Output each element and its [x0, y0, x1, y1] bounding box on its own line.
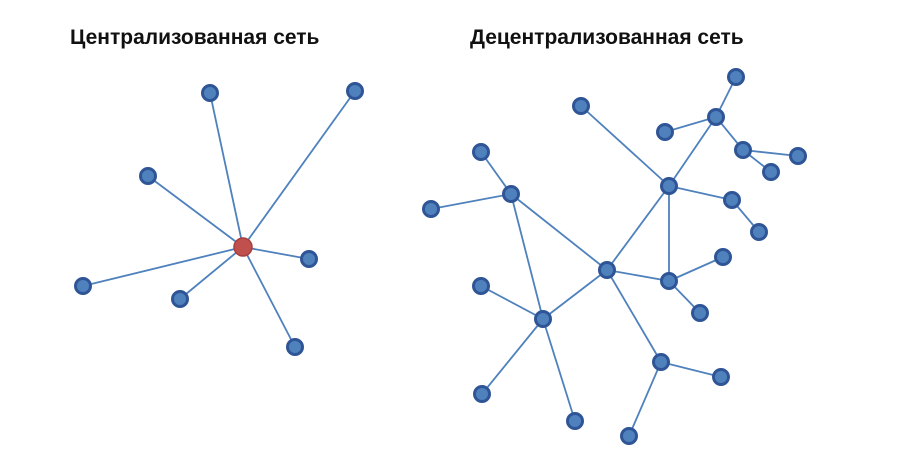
centralized-node	[139, 167, 157, 185]
decentralized-title: Децентрализованная сеть	[470, 26, 744, 49]
centralized-hub-node	[233, 237, 253, 257]
decentralized-edge	[660, 361, 722, 378]
decentralized-edge	[542, 269, 608, 320]
centralized-node	[346, 82, 364, 100]
centralized-node	[201, 84, 219, 102]
centralized-title: Централизованная сеть	[70, 26, 320, 49]
decentralized-edge	[430, 193, 512, 210]
decentralized-node	[472, 143, 490, 161]
centralized-edge	[209, 92, 244, 248]
decentralized-node	[534, 310, 552, 328]
decentralized-node	[714, 248, 732, 266]
decentralized-node	[472, 277, 490, 295]
decentralized-node	[656, 123, 674, 141]
decentralized-node	[750, 223, 768, 241]
centralized-edge	[179, 246, 244, 300]
decentralized-edge	[480, 285, 544, 320]
decentralized-edge	[668, 185, 733, 201]
centralized-edge	[82, 246, 244, 287]
decentralized-node	[727, 68, 745, 86]
decentralized-node	[572, 97, 590, 115]
decentralized-edge	[668, 256, 724, 282]
decentralized-node	[660, 177, 678, 195]
decentralized-edge	[606, 269, 670, 282]
decentralized-node	[652, 353, 670, 371]
centralized-edge	[147, 175, 244, 248]
decentralized-node	[723, 191, 741, 209]
centralized-node	[286, 338, 304, 356]
decentralized-node	[473, 385, 491, 403]
centralized-node	[300, 250, 318, 268]
decentralized-node	[691, 304, 709, 322]
decentralized-node	[422, 200, 440, 218]
decentralized-node	[620, 427, 638, 445]
decentralized-edge	[481, 318, 544, 395]
centralized-node	[74, 277, 92, 295]
centralized-edge	[242, 246, 296, 348]
decentralized-edge	[542, 318, 576, 422]
decentralized-edge	[606, 185, 670, 271]
decentralized-edge	[606, 269, 662, 363]
decentralized-edge	[580, 105, 670, 187]
centralized-edge	[242, 246, 310, 260]
decentralized-node	[712, 368, 730, 386]
decentralized-edge	[510, 193, 608, 271]
decentralized-node	[762, 163, 780, 181]
decentralized-node	[660, 272, 678, 290]
centralized-node	[171, 290, 189, 308]
decentralized-edge	[628, 361, 662, 437]
nodes-layer	[74, 68, 807, 445]
decentralized-node	[566, 412, 584, 430]
decentralized-node	[707, 108, 725, 126]
edges-layer	[82, 76, 799, 437]
decentralized-node	[789, 147, 807, 165]
decentralized-edge	[510, 193, 544, 320]
centralized-edge	[242, 90, 356, 248]
decentralized-node	[598, 261, 616, 279]
decentralized-edge	[668, 116, 717, 187]
decentralized-node	[734, 141, 752, 159]
decentralized-node	[502, 185, 520, 203]
decentralized-edge	[742, 149, 799, 157]
